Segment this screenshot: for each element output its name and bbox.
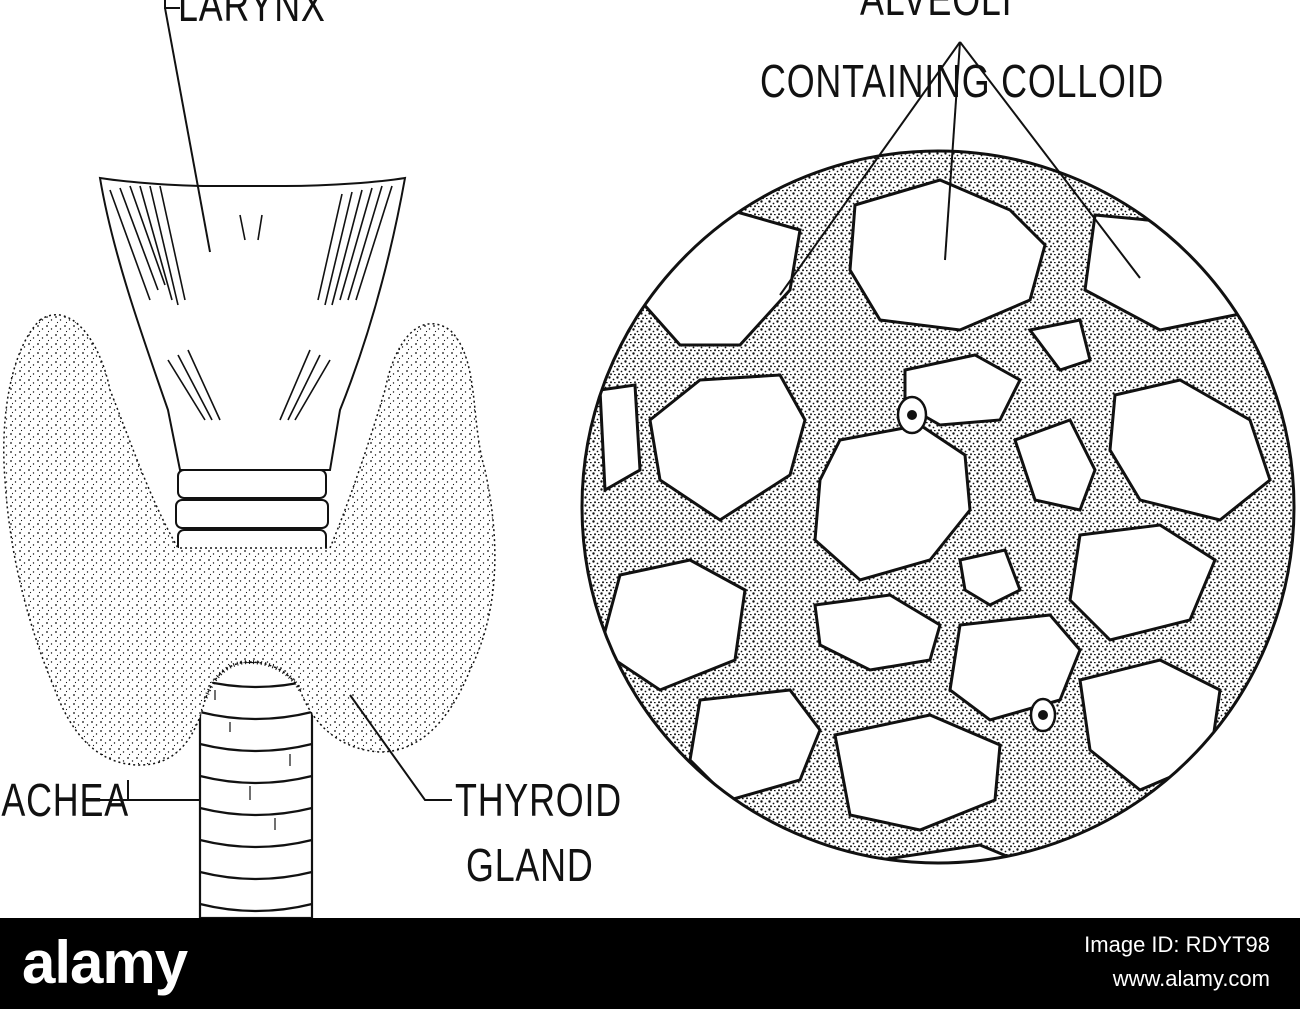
containing-colloid-label: CONTAINING COLLOID [760, 55, 1165, 107]
upper-trachea-rings [175, 469, 329, 557]
larynx-shape [98, 176, 407, 471]
alveoli-label: ALVEOLI [860, 0, 1012, 24]
alamy-logo: alamy [22, 929, 188, 996]
thyroid-label: THYROID [455, 774, 622, 826]
leader-lines [95, 0, 1141, 801]
thyroid-illustration: LARYNX ALVEOLI CONTAINING COLLOID TRACHE… [0, 0, 1296, 918]
watermark-url: www.alamy.com [1112, 966, 1270, 991]
larynx-label: LARYNX [178, 0, 326, 31]
diagram-canvas [3, 0, 1296, 918]
alveoli-section-circle [580, 149, 1296, 865]
trachea-label: TRACHEA [0, 774, 129, 826]
image-id-text: Image ID: RDYT98 [1084, 932, 1270, 957]
thyroid-gland-shape [3, 314, 496, 766]
trachea-shape [198, 660, 314, 918]
watermark-bar: alamy Image ID: RDYT98 www.alamy.com [0, 918, 1300, 1009]
gland-label: GLAND [466, 839, 594, 891]
